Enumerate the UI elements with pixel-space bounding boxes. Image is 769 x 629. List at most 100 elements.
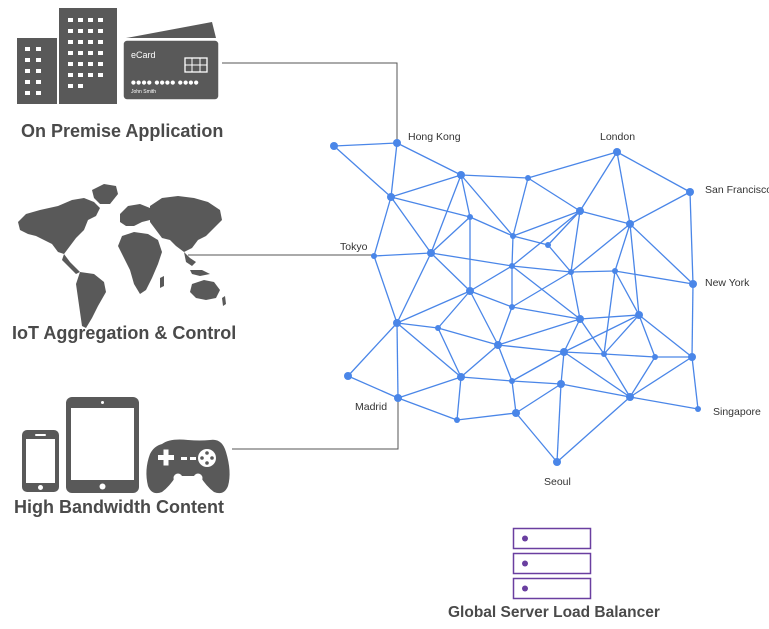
network-edge [456,376,462,421]
network-edge [497,318,581,346]
network-mesh-edges [333,142,699,463]
network-edge [460,174,471,218]
network-node [509,378,515,384]
network-edge [603,314,640,355]
network-node [626,220,634,228]
network-edge [460,174,529,179]
network-mesh-nodes [330,139,701,466]
network-edge [511,351,565,382]
server-rack-icon [512,527,592,600]
network-edge [527,177,581,212]
network-edge [603,270,616,355]
network-edge [515,383,562,414]
network-edge [563,318,581,353]
tablet-icon [66,397,139,493]
network-node [568,269,574,275]
network-node [435,325,441,331]
network-node [427,249,435,257]
world-map-icon [18,184,226,328]
network-edge [460,174,514,237]
network-edge [629,191,691,225]
network-node [509,304,515,310]
network-node [394,394,402,402]
network-edge [629,356,656,398]
network-edge [556,396,631,463]
network-edge [556,383,562,463]
network-edge [469,216,514,237]
network-edge [437,327,462,378]
network-edge [511,265,581,320]
network-edge [629,396,699,410]
network-node [545,242,551,248]
network-node [494,341,502,349]
network-node [635,311,643,319]
network-edge [469,290,499,346]
network-edge [579,210,631,225]
network-edge [390,196,471,218]
network-edge [691,283,694,358]
connector-on-premise [222,62,398,143]
network-node [510,233,516,239]
network-edge [563,351,605,355]
network-node [344,372,352,380]
network-edge [570,223,631,273]
network-node [467,214,473,220]
smartphone-icon [22,430,59,492]
network-edge [373,255,398,324]
network-node [695,406,701,412]
network-edge [515,412,558,463]
network-edge [497,344,565,353]
network-edge [547,244,572,273]
network-node [613,148,621,156]
network-edge [638,314,693,358]
network-node [689,280,697,288]
network-edge [430,216,471,254]
network-node [393,139,401,147]
network-node [512,409,520,417]
network-edge [347,375,399,399]
network-node [393,319,401,327]
network-edge [396,142,462,176]
network-edge [396,322,462,378]
network-node [557,380,565,388]
network-node [560,348,568,356]
ecard-label: eCard [131,50,156,60]
network-node [688,353,696,361]
network-edge [469,265,513,292]
network-edge [396,322,399,399]
ecard-icon: eCard ●●●● ●●●● ●●●● John Smith [122,22,220,101]
caption-global-server-load-balancer: Global Server Load Balancer [448,604,660,621]
network-node [652,354,658,360]
city-label-san-francisco: San Francisco [705,184,769,196]
network-edge [511,380,562,385]
network-edge [563,351,631,398]
network-edge [638,314,656,358]
network-edge [614,270,694,285]
city-label-london: London [600,131,635,143]
network-node [612,268,618,274]
network-node [509,263,515,269]
network-node [387,193,395,201]
caption-on-premise-application: On Premise Application [21,121,224,141]
network-edge [560,351,565,385]
network-node [371,253,377,259]
network-edge [430,174,462,254]
network-edge [456,412,517,421]
buildings-icon [17,8,117,104]
network-edge [333,142,398,147]
network-edge [691,356,699,410]
city-label-tokyo: Tokyo [340,241,368,253]
network-node [686,188,694,196]
network-node [576,207,584,215]
network-node [457,373,465,381]
network-edge [570,271,581,320]
network-edge [397,376,462,399]
network-edge [512,177,529,237]
network-edge [560,383,631,398]
network-edge [430,252,471,292]
network-edge [511,235,514,267]
network-node [454,417,460,423]
network-edge [512,210,581,237]
network-edge [460,376,513,382]
network-edge [629,223,694,285]
